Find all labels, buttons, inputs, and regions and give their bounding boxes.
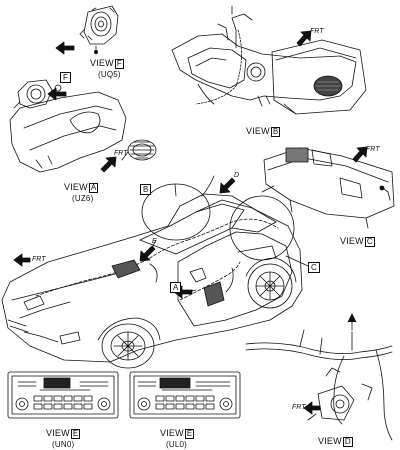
- caption-view-f-prefix: VIEW: [90, 58, 114, 68]
- view-e-un0-radio-illustration: [7, 371, 119, 419]
- caption-view-c-letter: C: [364, 237, 375, 247]
- caption-view-c-prefix: VIEW: [340, 236, 364, 246]
- caption-view-d-letter: D: [342, 437, 353, 447]
- arrow-frt-car: [13, 253, 31, 267]
- frt-label-car: FRT: [32, 256, 46, 263]
- caption-view-e-ul0-letter: E: [184, 429, 195, 439]
- arrow-frt-view-b: [296, 30, 312, 47]
- arrow-view-a-frt: [100, 156, 117, 173]
- arrow-view-a: [47, 87, 67, 101]
- callout-d: D: [234, 172, 240, 179]
- view-f-speaker-illustration: [79, 5, 119, 55]
- caption-view-d-prefix: VIEW: [318, 436, 342, 446]
- arrow-frt-view-c: [352, 146, 368, 163]
- view-d-rear-harness-illustration: [245, 313, 393, 441]
- callout-a: A: [170, 282, 182, 293]
- frt-label-view-b: FRT: [310, 28, 324, 35]
- caption-view-e-ul0-prefix: VIEW: [160, 428, 184, 438]
- view-c-console-illustration: [261, 147, 395, 229]
- caption-view-e-ul0-sub: (UL0): [166, 440, 188, 449]
- caption-view-a-letter: A: [88, 183, 99, 193]
- caption-view-b-prefix: VIEW: [246, 126, 270, 136]
- caption-view-b-letter: B: [270, 127, 281, 137]
- caption-view-e-un0-prefix: VIEW: [46, 428, 70, 438]
- callout-b: B: [140, 184, 152, 195]
- arrow-callout-d: [219, 177, 236, 194]
- arrow-callout-e: [139, 245, 156, 262]
- arrow-view-f: [55, 41, 75, 55]
- arrow-frt-view-d: [303, 401, 321, 415]
- direction-arrows: [13, 5, 368, 415]
- caption-view-a-prefix: VIEW: [64, 182, 88, 192]
- caption-view-f-sub: (UQ5): [98, 70, 121, 79]
- view-e-ul0-radio-illustration: [129, 371, 241, 419]
- frt-label-view-a: FRT: [114, 150, 128, 157]
- caption-view-e-un0-sub: (UN0): [52, 440, 75, 449]
- caption-view-e-un0-letter: E: [70, 429, 81, 439]
- caption-view-a-sub: (UZ6): [72, 194, 94, 203]
- callout-f: F: [60, 72, 71, 83]
- callout-e: E: [152, 238, 157, 245]
- callout-c: C: [308, 262, 320, 273]
- frt-label-view-c: FRT: [366, 146, 380, 153]
- car-body-illustration: [1, 175, 309, 369]
- view-a-door-panel-illustration: [9, 79, 157, 173]
- caption-view-f-letter: F: [114, 59, 124, 69]
- view-b-rear-compartment-illustration: [171, 13, 367, 115]
- frt-label-view-d: FRT: [292, 404, 306, 411]
